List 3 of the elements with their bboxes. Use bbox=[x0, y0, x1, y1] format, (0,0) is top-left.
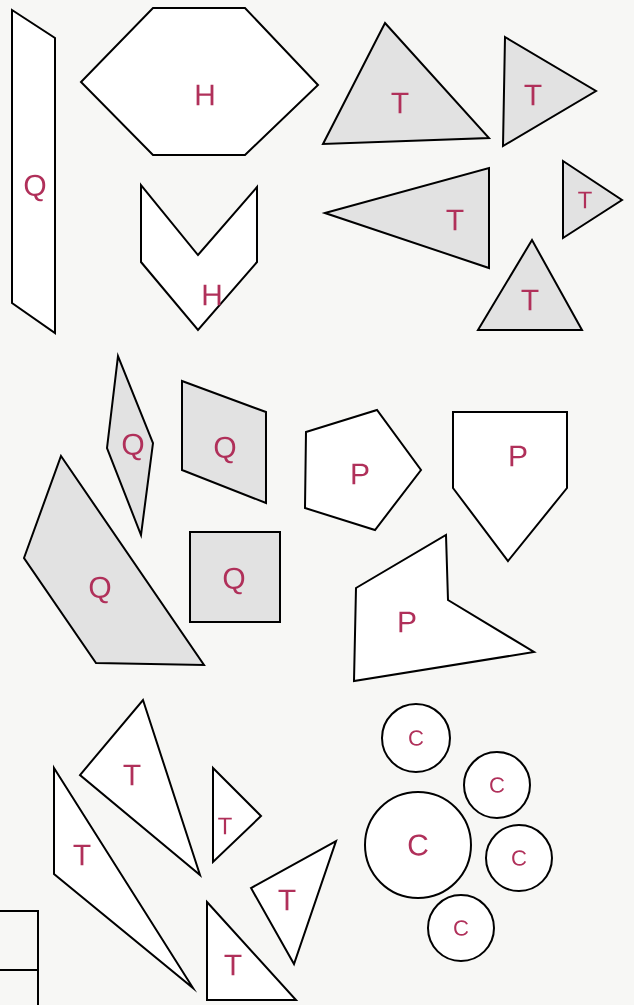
quadrilateral: Q bbox=[189, 531, 281, 623]
pentagon: P bbox=[304, 408, 423, 532]
pentagon: P bbox=[452, 411, 568, 563]
